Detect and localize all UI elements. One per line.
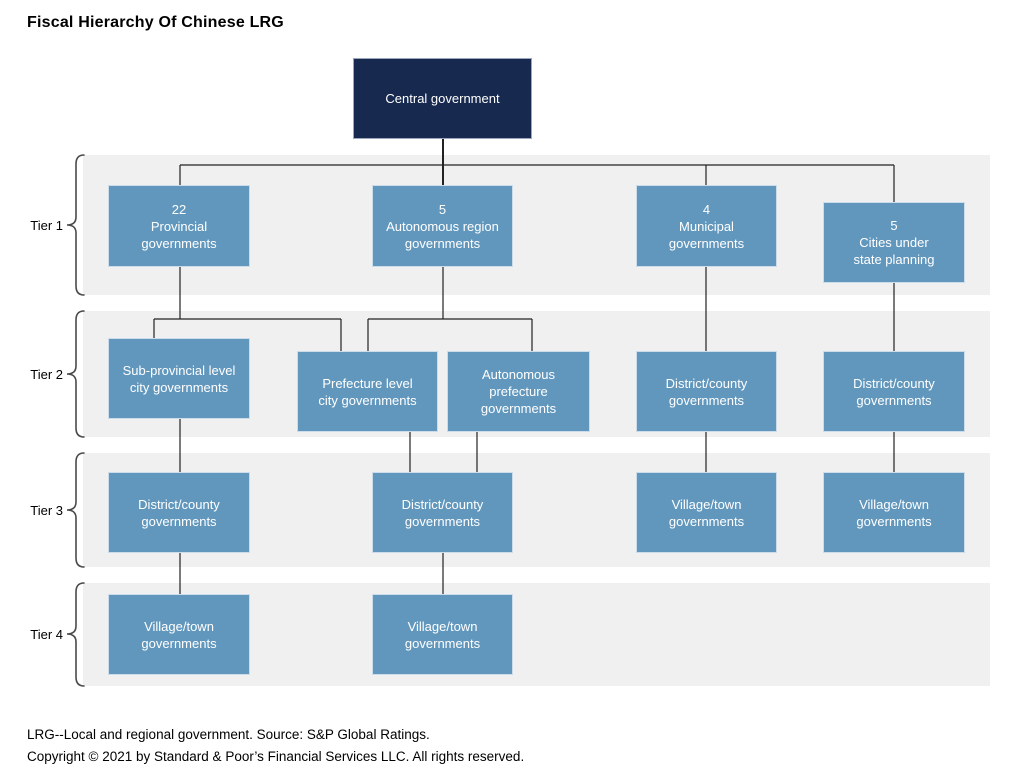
node-village-town-governments-t3-b: Village/town governments [823, 472, 965, 553]
chart-title: Fiscal Hierarchy Of Chinese LRG [27, 14, 284, 31]
tier-2-bracket [66, 310, 85, 438]
node-district-county-governments-t2-b: District/county governments [823, 351, 965, 432]
node-sub-provincial-city-governments: Sub-provincial level city governments [108, 338, 250, 419]
tier-3-bracket [66, 452, 85, 568]
footnote-definition: LRG--Local and regional government. Sour… [27, 727, 430, 742]
node-autonomous-region-governments: 5 Autonomous region governments [372, 185, 513, 267]
node-municipal-governments: 4 Municipal governments [636, 185, 777, 267]
tier-2-label: Tier 2 [30, 367, 63, 382]
node-district-county-governments-t3-b: District/county governments [372, 472, 513, 553]
node-prefecture-level-city-governments: Prefecture level city governments [297, 351, 438, 432]
tier-1-bracket [66, 154, 85, 296]
node-village-town-governments-t4-b: Village/town governments [372, 594, 513, 675]
node-village-town-governments-t4-a: Village/town governments [108, 594, 250, 675]
tier-4-label: Tier 4 [30, 627, 63, 642]
node-central-government: Central government [353, 58, 532, 139]
node-village-town-governments-t3-a: Village/town governments [636, 472, 777, 553]
tier-4-bracket [66, 582, 85, 687]
node-provincial-governments: 22 Provincial governments [108, 185, 250, 267]
footnote-copyright: Copyright © 2021 by Standard & Poor’s Fi… [27, 749, 525, 764]
node-cities-under-state-planning: 5 Cities under state planning [823, 202, 965, 283]
node-autonomous-prefecture-governments: Autonomous prefecture governments [447, 351, 590, 432]
tier-1-label: Tier 1 [30, 218, 63, 233]
node-district-county-governments-t3-a: District/county governments [108, 472, 250, 553]
tier-3-label: Tier 3 [30, 503, 63, 518]
node-district-county-governments-t2-a: District/county governments [636, 351, 777, 432]
